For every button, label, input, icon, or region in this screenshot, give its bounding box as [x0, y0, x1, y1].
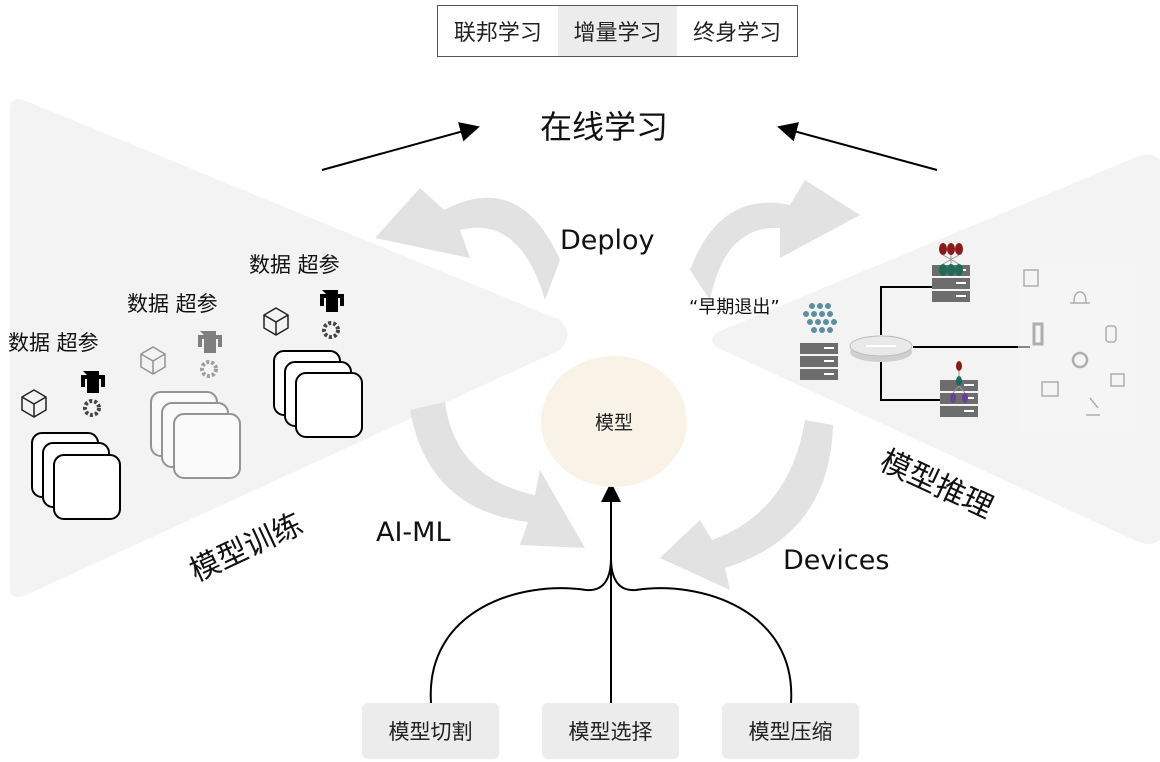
tab-federated-learning[interactable]: 联邦学习	[453, 21, 542, 46]
cube-icon	[263, 307, 289, 336]
gear-icon	[322, 321, 340, 339]
robot-icon	[198, 331, 222, 353]
early-exit-label: “早期退出”	[689, 297, 780, 318]
neural-network-icon	[950, 361, 968, 403]
robot-icon	[81, 371, 105, 393]
iot-devices-panel	[1018, 268, 1136, 433]
neural-network-icon	[939, 243, 963, 276]
camera-icon	[1071, 351, 1089, 369]
arrow-top-right	[690, 180, 860, 300]
arrow-top-left	[375, 188, 560, 300]
arrow-bottom-left	[410, 402, 585, 548]
monitor-icon	[1023, 269, 1039, 287]
cube-icon	[140, 346, 166, 375]
gear-icon	[200, 360, 218, 378]
arrow-bottom-right	[660, 420, 833, 590]
devices-label: Devices	[783, 545, 890, 576]
data-hyperparams-label-1: 数据 超参	[8, 331, 99, 355]
model-compression-button[interactable]: 模型压缩	[722, 703, 859, 759]
model-selection-button[interactable]: 模型选择	[542, 703, 679, 759]
deploy-label: Deploy	[560, 225, 655, 256]
tab-lifelong-learning[interactable]: 终身学习	[693, 21, 782, 46]
circular-process-arrows	[375, 180, 860, 590]
model-training-label: 模型训练	[185, 507, 309, 589]
cube-icon	[21, 389, 47, 418]
model-node[interactable]: 模型	[541, 356, 687, 487]
data-stack-1	[21, 371, 121, 520]
data-stack-3	[263, 290, 363, 438]
inference-background-triangle	[712, 154, 1160, 544]
training-background-triangle	[10, 99, 568, 598]
data-hyperparams-label-2: 数据 超参	[127, 292, 218, 316]
model-partition-button[interactable]: 模型切割	[362, 703, 499, 759]
dna-monitor-icon	[1110, 373, 1125, 387]
door-sensor-icon	[1032, 322, 1044, 346]
arrow-to-online-right	[777, 122, 938, 171]
dense-network-icon	[803, 303, 837, 333]
ai-ml-label: AI-ML	[376, 517, 451, 548]
server-icon	[800, 343, 838, 380]
robot-icon	[320, 290, 344, 312]
bottom-merge-arrows	[429, 480, 793, 704]
smartwatch-icon	[1105, 325, 1117, 343]
router-icon	[849, 335, 913, 362]
microscope-icon	[1086, 397, 1100, 416]
data-stack-2	[140, 331, 241, 479]
tab-incremental-learning[interactable]: 增量学习	[557, 6, 678, 56]
network-links	[880, 286, 1030, 401]
data-hyperparams-label-3: 数据 超参	[249, 253, 340, 277]
alarm-icon	[1070, 291, 1090, 304]
learning-modes-bar: 联邦学习 增量学习 终身学习	[437, 5, 798, 57]
medical-device-icon	[1041, 381, 1059, 397]
gear-icon	[83, 399, 101, 417]
arrow-to-online-left	[321, 122, 480, 171]
online-learning-title: 在线学习	[540, 108, 669, 146]
